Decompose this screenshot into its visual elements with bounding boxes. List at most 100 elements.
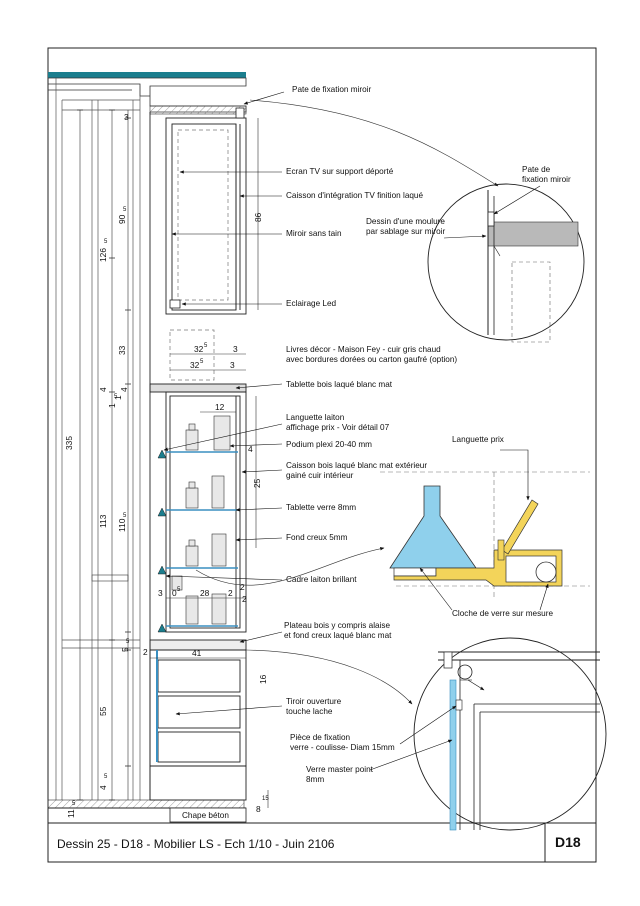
- svg-text:32: 32: [190, 360, 200, 370]
- svg-text:32: 32: [194, 344, 204, 354]
- svg-text:4: 4: [119, 387, 129, 392]
- detail-glass-leaders: [369, 679, 485, 771]
- detail-cloche-leaders: [419, 449, 549, 611]
- elevation-wall: [55, 78, 141, 800]
- detail-circle-mirror: [427, 183, 585, 343]
- detail-circle-glass: [413, 637, 607, 831]
- svg-text:15: 15: [262, 796, 269, 802]
- svg-text:25: 25: [252, 478, 262, 488]
- label-caisson-tv: Caisson d'intégration TV finition laqué: [286, 191, 423, 200]
- dimension-lines: [79, 110, 269, 808]
- svg-text:5: 5: [123, 513, 127, 519]
- label-cloche: Cloche de verre sur mesure: [452, 609, 553, 618]
- svg-text:86: 86: [253, 212, 263, 222]
- label-tiroir-2: touche lache: [286, 707, 333, 716]
- label-podium: Podium plexi 20-40 mm: [286, 440, 372, 449]
- svg-text:335: 335: [64, 436, 74, 450]
- svg-text:4: 4: [98, 387, 108, 392]
- price-tag-brass: [501, 499, 539, 555]
- label-caisson-bois-1: Caisson bois laqué blanc mat extérieur: [286, 461, 427, 470]
- annotation-labels: Pate de fixation miroir Ecran TV sur sup…: [284, 85, 571, 784]
- svg-text:41: 41: [192, 648, 202, 658]
- svg-text:3: 3: [124, 112, 129, 122]
- dimension-ticks: [77, 109, 131, 801]
- chape-beton-box: [169, 807, 247, 823]
- svg-text:11: 11: [66, 809, 76, 818]
- vitrine-caisson: [149, 383, 247, 633]
- floor-hatch: [47, 799, 245, 809]
- svg-text:3: 3: [230, 360, 235, 370]
- label-languette-2: affichage prix - Voir détail 07: [286, 423, 390, 432]
- svg-text:5: 5: [120, 647, 130, 652]
- ceiling-band: [48, 72, 246, 78]
- tv-caisson: [165, 117, 247, 315]
- label-livres-1: Livres décor - Maison Fey - cuir gris ch…: [286, 345, 441, 354]
- ceiling-slab-hatch: [149, 105, 247, 115]
- label-tablette-bois: Tablette bois laqué blanc mat: [286, 380, 393, 389]
- dimension-labels: 3 126 5 90 5 86 33 4 1 5 1 4 335 113 110…: [64, 112, 269, 818]
- tv-screen-dashed: [177, 129, 229, 301]
- label-chape: Chape béton: [182, 811, 229, 820]
- svg-text:126: 126: [98, 248, 108, 262]
- svg-text:5: 5: [123, 207, 127, 213]
- svg-text:90: 90: [117, 214, 127, 224]
- label-cadre-laiton: Cadre laiton brillant: [286, 575, 357, 584]
- label-pate-fixation: Pate de fixation miroir: [292, 85, 371, 94]
- lower-cabinet: [149, 639, 247, 801]
- svg-text:5: 5: [204, 343, 208, 349]
- svg-text:113: 113: [98, 514, 108, 528]
- label-detail-pate-2: fixation miroir: [522, 175, 571, 184]
- label-piece-2: verre - coulisse- Diam 15mm: [290, 743, 395, 752]
- label-eclairage: Eclairage Led: [286, 299, 337, 308]
- svg-text:2: 2: [240, 582, 245, 592]
- svg-text:28: 28: [200, 588, 210, 598]
- svg-text:12: 12: [215, 402, 225, 412]
- horizontal-dimensions: [150, 353, 246, 659]
- svg-text:5: 5: [72, 801, 76, 807]
- glass-shelves: [166, 451, 238, 627]
- curve-to-middle-detail: [195, 547, 385, 586]
- svg-text:5: 5: [200, 359, 204, 365]
- label-tiroir-1: Tiroir ouverture: [286, 697, 342, 706]
- svg-text:4: 4: [248, 444, 253, 454]
- label-detail-pate-1: Pate de: [522, 165, 551, 174]
- svg-text:5: 5: [126, 639, 130, 645]
- svg-text:55: 55: [98, 706, 108, 716]
- label-dessin-2: par sablage sur miroir: [366, 227, 445, 236]
- glass-cloche-shape: [389, 485, 477, 569]
- svg-text:1: 1: [107, 403, 117, 408]
- drawing-title: Dessin 25 - D18 - Mobilier LS - Ech 1/10…: [57, 837, 335, 851]
- svg-text:0: 0: [172, 588, 177, 598]
- mirror-fixation-clip: [235, 107, 245, 119]
- label-dessin-1: Dessin d'une moulure: [366, 217, 445, 226]
- detail-mirror-leaders: [443, 185, 541, 239]
- label-plateau-1: Plateau bois y compris alaise: [284, 621, 390, 630]
- label-languette-prix: Languette prix: [452, 435, 504, 444]
- label-fond-creux: Fond creux 5mm: [286, 533, 348, 542]
- label-plateau-2: et fond creux laqué blanc mat: [284, 631, 392, 640]
- label-livres-2: avec bordures dorées ou carton gaufré (o…: [286, 355, 457, 364]
- label-verre-1: Verre master point: [306, 765, 374, 774]
- svg-text:110: 110: [117, 518, 127, 532]
- svg-text:5: 5: [177, 587, 181, 593]
- svg-text:5: 5: [104, 774, 108, 780]
- leader-lines: [163, 91, 285, 716]
- svg-text:1: 1: [113, 395, 123, 400]
- label-caisson-bois-2: gainé cuir intérieur: [286, 471, 354, 480]
- label-ecran-tv: Ecran TV sur support déporté: [286, 167, 394, 176]
- svg-text:33: 33: [117, 345, 127, 355]
- svg-text:3: 3: [158, 588, 163, 598]
- detail-cloche: [380, 471, 590, 600]
- svg-text:8: 8: [256, 804, 261, 814]
- drawing-code: D18: [555, 834, 581, 850]
- svg-text:4: 4: [98, 785, 108, 790]
- svg-text:2: 2: [242, 594, 247, 604]
- curve-to-bottom-detail: [245, 649, 413, 705]
- led-strip: [169, 299, 181, 309]
- svg-text:16: 16: [258, 674, 268, 684]
- label-verre-2: 8mm: [306, 775, 324, 784]
- svg-text:2: 2: [143, 647, 148, 657]
- label-languette-1: Languette laiton: [286, 413, 345, 422]
- label-miroir: Miroir sans tain: [286, 229, 342, 238]
